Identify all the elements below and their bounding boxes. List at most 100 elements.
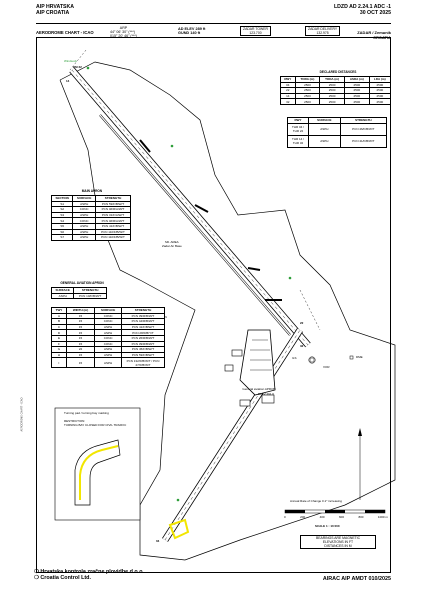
arp-label: ARP: [119, 26, 128, 30]
restriction-note-l1: RESTRICTION:: [64, 419, 86, 423]
col-header: WIDTH (m): [65, 307, 96, 314]
chart-title: AERODROME CHART - ICAO: [36, 30, 94, 35]
windsock-icons: [86, 66, 292, 502]
label-mil-area: Mil. AREA Zadar Air Base: [162, 240, 182, 248]
cell: 2500: [368, 98, 392, 105]
cell: ASPH: [308, 122, 341, 136]
cell: 15: [65, 329, 96, 336]
cell: 15: [65, 323, 96, 331]
col-header: STRENGTH: [73, 287, 107, 294]
cell: PCN 46/F/B/W/T: [339, 122, 388, 136]
aerodrome-boundary: [59, 61, 396, 561]
scale-label: SCALE 1 : 10 000: [315, 524, 340, 528]
footer-org-en: ❍ Croatia Control Ltd.: [34, 575, 91, 581]
label-elev-thr: ELEV 291 ft: [258, 392, 275, 396]
tower-freq-box: ZADAR TOWER 123.700: [240, 26, 271, 36]
scale-tick: 0: [284, 515, 286, 519]
cell: 2500: [368, 92, 392, 100]
var-text: Annual Rate of Change 0.1° increasing: [290, 499, 342, 503]
arp-block: ARP 44° 06' 30" (***) 015° 20' 46" (***): [110, 26, 137, 38]
buildings: [224, 349, 275, 407]
footer-org-hr-text: Hrvatska kontrola zračne plovidbe d.o.o.: [40, 569, 144, 575]
cell: 2500: [319, 98, 345, 105]
label-bm: BM 22: [73, 65, 82, 69]
turn-pad-note: Turning pad / turning bay marking: [64, 411, 109, 415]
variation-note-l2: ELEVATIONS IN FT: [322, 540, 354, 544]
turning-bay-inset-highlight: [79, 445, 119, 500]
main-apron-caption: MAIN APRON: [81, 189, 103, 193]
label-ga-apron: General aviation APRON: [242, 387, 276, 391]
cell: 2500: [294, 98, 321, 105]
turning-bay-inset-pavement: [74, 439, 121, 506]
cell: PCN 45/F/B/W/T: [121, 346, 165, 353]
scale-tick: 1000 m: [377, 515, 388, 519]
delivery-freq: 132.975: [316, 31, 329, 35]
elev-block: AD ELEV 289 ft GUND 140 ft: [178, 27, 205, 35]
cell: 15: [65, 340, 96, 348]
mil-area-sub: Zadar Air Base: [162, 243, 182, 248]
cell: 2500: [368, 87, 392, 94]
ad-elev: AD ELEV 289 ft: [178, 27, 206, 31]
col-header: STRENGTH: [121, 307, 165, 314]
variation-note-l1: BEARINGS ARE MAGNETIC: [315, 536, 361, 540]
delivery-name: ZADAR DELIVERY: [308, 27, 338, 31]
label-vor: VOR: [323, 365, 330, 369]
declared-caption: DECLARED DISTANCES: [319, 70, 357, 74]
chart-id: LDZD AD 2.24.1 ADC -1 30 OCT 2025: [334, 4, 391, 16]
cell: 32: [280, 98, 296, 105]
header-rule: [36, 23, 391, 24]
cell: PCN 41/F/B/W/T: [121, 323, 165, 331]
cell: PCN 39/R/B/W/T: [121, 340, 165, 348]
aip-title: AIP HRVATSKA AIP CROATIA: [36, 4, 74, 16]
title-rule: [36, 37, 391, 38]
apron-stands: [250, 339, 272, 371]
col-header: SURFACE: [50, 287, 75, 294]
cell: 15: [65, 335, 96, 342]
table-header-row: RWY TORA (m) TODA (m) ASDA (m) LDA (m): [280, 76, 392, 83]
cell: ASPH: [72, 234, 96, 241]
main-apron: [239, 329, 276, 396]
taxiway-connectors: [139, 139, 282, 301]
chart-code: LDZD AD 2.24.1 ADC -1: [334, 4, 391, 10]
cell: ASPH: [50, 292, 75, 300]
cell: 22: [65, 346, 96, 353]
arp-lon: 015° 20' 46" (***): [110, 34, 137, 38]
cell: PCN 110/F/B/W/T: [94, 234, 132, 241]
label-ils: ILS: [292, 356, 297, 360]
restriction-note: RESTRICTION: TURNING BAY CLOSED FOR CIVI…: [64, 419, 138, 427]
cell: PCN 132/F/B/W/T / PCN 47/F/B/W/T: [121, 357, 165, 369]
cell: PCN 39/R/B/W/T: [121, 312, 165, 320]
col-header: LDA (m): [368, 76, 392, 83]
runway-04-22: [162, 328, 303, 542]
label-rwy-14: 14: [66, 79, 70, 83]
tower-name: ZADAR TOWER: [243, 27, 268, 31]
cell: 2500: [343, 98, 370, 105]
cell: ASPH: [94, 357, 122, 369]
aerodrome-name-l1: ZADAR / Zemunik: [357, 30, 391, 35]
cell: PCN 26/R/B/W/T: [121, 335, 165, 342]
cell: PCN 28/F/B/Y/T: [121, 329, 165, 336]
table-header-row: TWY WIDTH (m) SURFACE STRENGTH: [51, 307, 165, 314]
cell: S7: [50, 234, 74, 241]
label-rwy-04: 04: [156, 539, 160, 543]
scale-ticks: 0 200 400 600 800 1000 m: [284, 515, 388, 520]
cell: I: [51, 357, 67, 369]
cell: 2500: [368, 81, 392, 89]
label-dme: DME: [356, 355, 363, 359]
cell: PCN 44/R/B/W/T: [121, 318, 165, 325]
